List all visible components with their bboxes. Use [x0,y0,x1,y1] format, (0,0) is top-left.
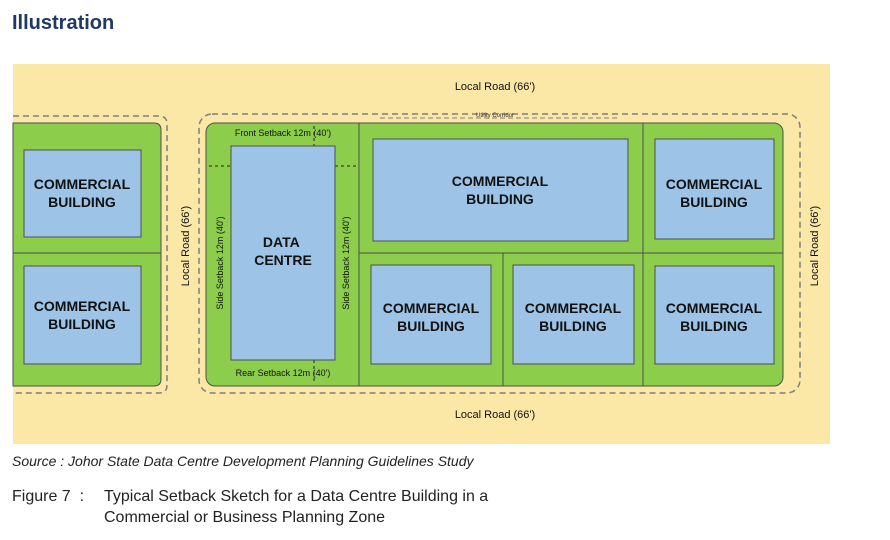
side-setback-label-right: Side Setback 12m (40') [341,216,351,309]
building-label-line1: COMMERCIAL [666,300,763,316]
building-label-line2: BUILDING [680,318,748,334]
building-label-line1: COMMERCIAL [34,298,131,314]
data-centre-building [230,145,336,361]
building-label-line2: BUILDING [48,316,116,332]
commercial-building: COMMERCIAL BUILDING [372,138,629,242]
figure-title-line1: Typical Setback Sketch for a Data Centre… [104,488,489,505]
building-label-line1: COMMERCIAL [34,176,131,192]
main-lot [205,122,784,387]
commercial-building: COMMERCIAL BUILDING [654,265,775,365]
commercial-building: COMMERCIAL BUILDING [23,265,142,365]
road-label-middle: Local Road (66') [180,206,192,286]
commercial-building: COMMERCIAL BUILDING [370,264,492,365]
main-block-boundary [198,113,801,394]
building-label-line1: COMMERCIAL [452,173,549,189]
data-centre-label-line2: CENTRE [254,252,312,268]
road-label-bottom: Local Road (66') [455,409,535,421]
building-label-line2: BUILDING [466,191,534,207]
figure-label: Figure 7 [12,488,71,505]
building-label-line1: COMMERCIAL [525,300,622,316]
building-label-line2: BUILDING [539,318,607,334]
commercial-building: COMMERCIAL BUILDING [512,264,635,365]
data-centre-label-line1: DATA [263,234,300,250]
figure-caption-line1: Figure 7 :Typical Setback Sketch for a D… [12,486,488,507]
figure-separator: : [79,488,85,505]
building-label-line2: BUILDING [397,318,465,334]
commercial-building: COMMERCIAL BUILDING [654,138,775,240]
road-label-right: Local Road (66') [809,206,821,286]
building-label-line2: BUILDING [48,194,116,210]
front-setback-label: Front Setback 12m (40') [235,128,331,138]
road-label-top: Local Road (66') [455,81,535,93]
figure-caption: Figure 7 :Typical Setback Sketch for a D… [12,486,488,528]
source-note: Source : Johor State Data Centre Develop… [12,453,474,469]
data-centre-label: DATA CENTRE [254,234,312,268]
figure-label-group: Figure 7 : [12,486,104,507]
figure-title-line2: Commercial or Business Planning Zone [104,509,386,526]
commercial-building: COMMERCIAL BUILDING [23,149,142,238]
building-label-line1: COMMERCIAL [666,176,763,192]
page-heading: Illustration [12,12,115,34]
rear-setback-label: Rear Setback 12m (40') [236,368,331,378]
building-label-line1: COMMERCIAL [383,300,480,316]
utility-corridor-label: Utility Corridor [476,113,514,119]
building-label-line2: BUILDING [680,194,748,210]
side-setback-label-left: Side Setback 12m (40') [215,216,225,309]
